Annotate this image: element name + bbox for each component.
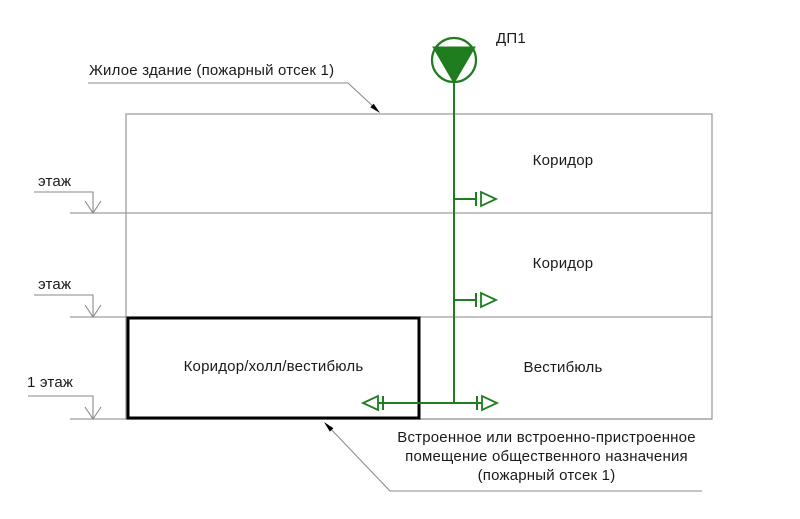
embedded-premises-outline (126, 316, 421, 420)
room-label-corridor-floor2: Коридор (532, 255, 594, 272)
smoke-exhaust-system (360, 36, 500, 412)
floor-marker-label-1: 1 этаж (27, 374, 74, 391)
annotation-line-1: Встроенное или встроенно-пристроенное (397, 429, 696, 446)
floor-marker-2 (34, 294, 102, 318)
floor-marker-3 (34, 191, 102, 214)
smoke-valve-branch-floor1 (360, 394, 500, 412)
floor-marker-label-2: этаж (38, 276, 72, 293)
annotation-line-3: (пожарный отсек 1) (477, 467, 616, 484)
leader-arrowhead (370, 103, 380, 113)
embedded-premises-label: Коридор/холл/вестибюль (183, 358, 364, 375)
annotation-leader (324, 422, 702, 492)
annotation-line-2: помещение общественного назначения (405, 448, 688, 465)
floor-marker-label-3: этаж (38, 173, 72, 190)
leader-arrowhead (324, 422, 334, 432)
room-label-corridor-floor3: Коридор (532, 152, 594, 169)
building-label: Жилое здание (пожарный отсек 1) (89, 62, 335, 79)
floor-marker-1 (28, 395, 102, 420)
room-label-vestibule: Вестибюль (523, 359, 603, 376)
smoke-valve-icon-right (476, 394, 500, 412)
smoke-valve-icon-floor3 (454, 190, 499, 208)
fan-tag-label: ДП1 (496, 30, 526, 47)
smoke-valve-icon-floor2 (454, 291, 499, 309)
building-label-leader (88, 82, 380, 113)
embedded-premises-annotation: Встроенное или встроенно-пристроенное по… (390, 428, 703, 485)
smoke-valve-icon-left (360, 394, 384, 412)
exhaust-fan-icon (430, 36, 478, 84)
